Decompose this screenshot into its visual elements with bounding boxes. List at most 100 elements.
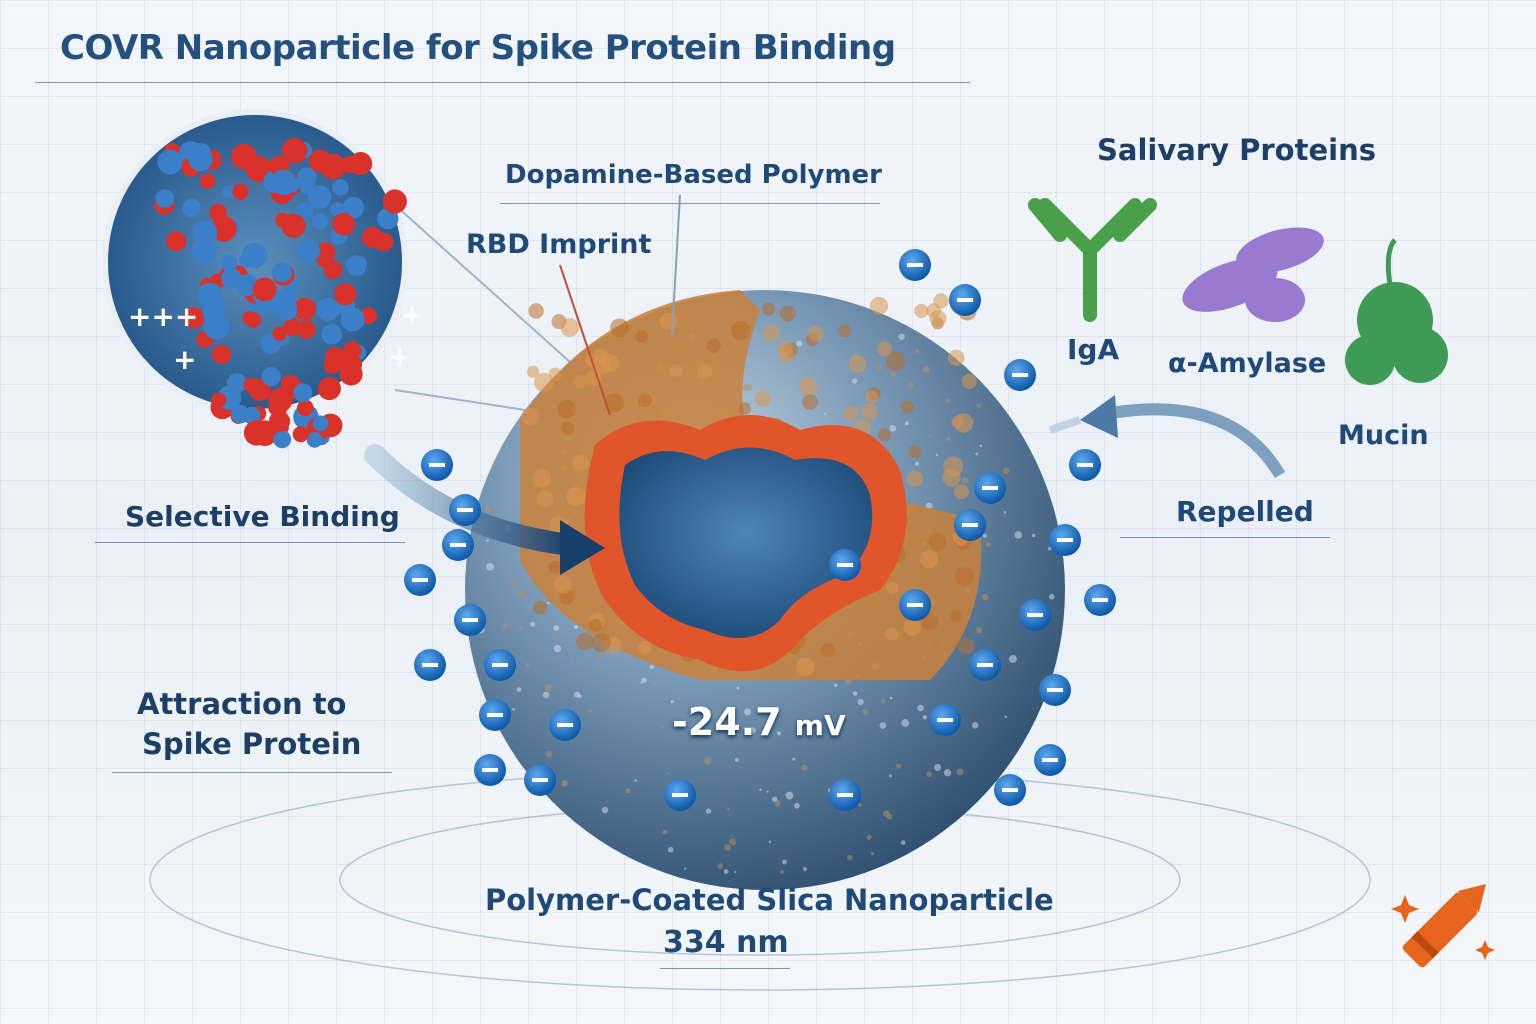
sphere-speckle <box>802 866 808 872</box>
sphere-speckle <box>907 382 914 388</box>
negative-charge-icon <box>1069 449 1101 481</box>
sphere-speckle <box>883 810 890 817</box>
polymer-bead <box>958 638 975 655</box>
sphere-speckle <box>502 623 508 630</box>
sphere-speckle <box>935 453 939 457</box>
repelled-faint-arrow <box>1048 416 1082 434</box>
sphere-speckle <box>726 715 729 718</box>
sphere-speckle <box>774 800 781 807</box>
sphere-speckle <box>727 807 730 811</box>
polymer-bead <box>738 402 752 415</box>
polymer-bead <box>762 302 776 316</box>
sphere-speckle <box>858 803 862 807</box>
polymer-bead <box>588 618 602 632</box>
sphere-speckle <box>776 731 782 736</box>
spike-atom <box>243 377 259 393</box>
sphere-speckle <box>857 699 864 706</box>
label-rule <box>95 542 405 543</box>
positive-charge-cluster: +++ <box>128 300 199 333</box>
polymer-bead <box>659 312 678 331</box>
sphere-speckle <box>734 757 739 762</box>
spike-atom <box>209 203 227 222</box>
sphere-speckle <box>768 840 772 844</box>
sphere-speckle <box>1008 654 1017 663</box>
sphere-speckle <box>982 533 987 538</box>
sphere-speckle <box>901 719 910 727</box>
spike-atom <box>293 383 313 403</box>
negative-charge-icon <box>829 779 861 811</box>
imprint-pointer <box>559 264 611 416</box>
sphere-speckle <box>801 764 808 771</box>
sphere-speckle <box>929 434 933 438</box>
polymer-bead <box>528 303 544 319</box>
sphere-speckle <box>914 348 920 354</box>
spike-atom <box>274 297 298 321</box>
attraction-label-line1: Attraction to <box>137 687 347 721</box>
polymer-bead <box>559 589 575 605</box>
sphere-speckle <box>703 757 712 765</box>
spike-atom <box>195 143 211 158</box>
spike-atom <box>211 392 227 408</box>
spike-atom <box>220 254 238 272</box>
spike-atom <box>316 297 340 321</box>
spike-atom <box>155 189 175 208</box>
spike-atom <box>361 226 383 248</box>
polymer-bead <box>928 532 947 551</box>
label-rule <box>1120 537 1330 538</box>
sphere-speckle <box>1004 715 1008 719</box>
sphere-speckle <box>573 624 579 630</box>
negative-charge-icon <box>474 754 506 786</box>
negative-charge-icon <box>1039 674 1071 706</box>
title-underline <box>35 82 970 83</box>
sphere-speckle <box>824 412 827 416</box>
sphere-speckle <box>898 333 905 340</box>
polymer-bead <box>876 341 892 357</box>
attraction-label-line2: Spike Protein <box>142 727 362 761</box>
polymer-bead <box>554 575 572 594</box>
polymer-bead <box>754 390 771 407</box>
sphere-speckle <box>796 340 803 347</box>
polymer-bead <box>861 403 879 420</box>
sphere-speckle <box>743 383 752 392</box>
polymer-bead <box>548 560 562 574</box>
negative-charge-icon <box>1004 359 1036 391</box>
sphere-speckle <box>870 851 875 856</box>
polymer-bead <box>820 643 836 658</box>
polymer-bead <box>906 470 924 488</box>
sphere-speckle <box>852 691 858 696</box>
polymer-bead <box>950 610 963 623</box>
spike-atom <box>241 242 268 269</box>
spike-atom <box>232 183 249 200</box>
sphere-speckle <box>975 452 979 456</box>
negative-charge-icon <box>829 549 861 581</box>
spike-atom <box>332 179 349 196</box>
negative-charge-icon <box>442 529 474 561</box>
negative-charge-icon <box>954 509 986 541</box>
sphere-speckle <box>794 802 800 809</box>
polymer-bead <box>635 330 649 343</box>
polymer-bead <box>802 394 818 410</box>
mucin-protein-icon <box>1345 238 1448 385</box>
sphere-speckle <box>596 653 603 659</box>
sphere-speckle <box>889 696 893 700</box>
spike-atom <box>296 238 321 263</box>
polymer-bead <box>843 406 859 421</box>
spike-atom <box>332 212 356 236</box>
polymer-bead <box>838 324 852 338</box>
sphere-speckle <box>734 871 737 874</box>
polymer-bead <box>585 369 602 386</box>
negative-charge-icon <box>449 494 481 526</box>
sphere-speckle <box>880 698 886 703</box>
polymer-bead <box>532 469 552 488</box>
polymer-bead <box>869 296 889 315</box>
sphere-speckle <box>723 869 729 874</box>
sphere-speckle <box>922 365 930 373</box>
sphere-speckle <box>879 722 887 729</box>
sphere-speckle <box>889 424 897 432</box>
polymer-bead <box>574 375 588 388</box>
sphere-speckle <box>785 791 794 800</box>
polymer-bead <box>953 484 969 500</box>
polymer-bead <box>706 338 721 353</box>
negative-charge-icon <box>404 564 436 596</box>
sphere-speckle <box>666 771 669 775</box>
